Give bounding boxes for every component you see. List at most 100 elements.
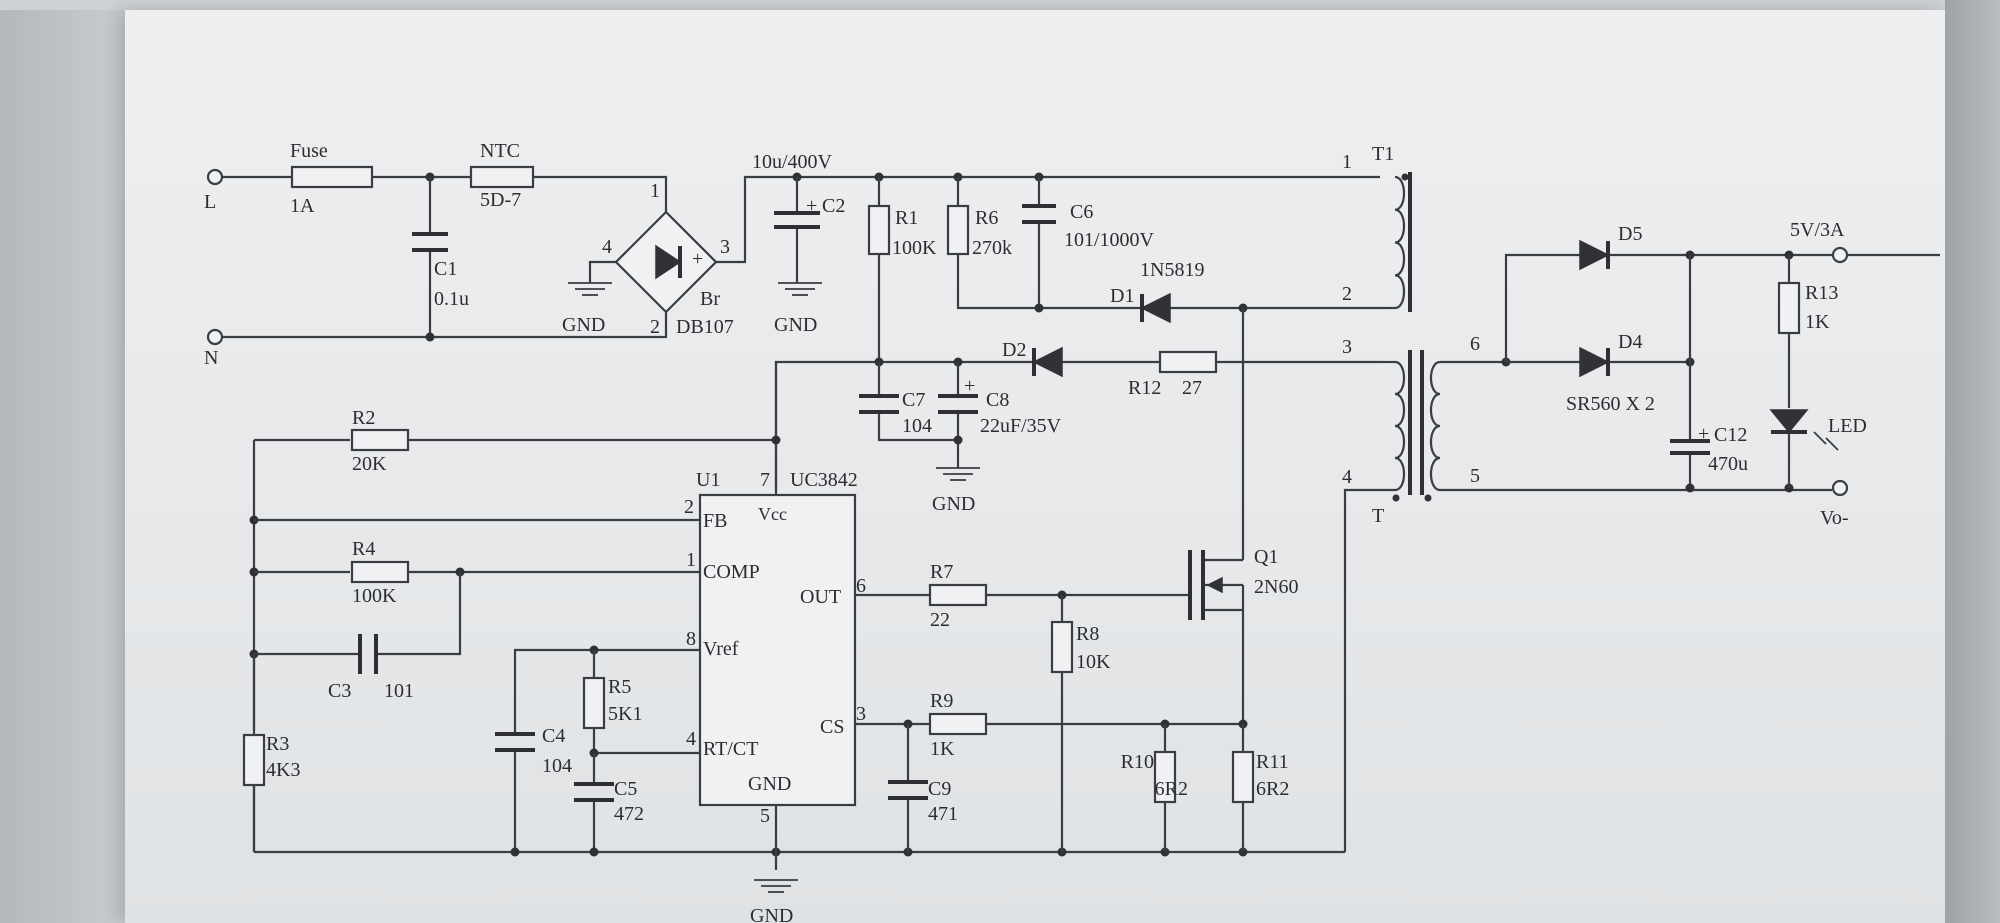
label-c8: C8 [986,389,1009,411]
d1-diode [1140,292,1171,324]
label-r11-value: 6R2 [1256,778,1289,800]
label-r9: R9 [930,690,953,712]
label-d1: D1 [1110,285,1134,307]
c2-plus-sign: + [806,195,817,217]
label-c2-value: 10u/400V [752,151,833,173]
label-t: T [1372,505,1384,527]
label-r8: R8 [1076,623,1099,645]
junction-dot [771,435,781,445]
label-pin-gnd: GND [748,773,791,795]
wire [1343,488,1395,852]
r6-resistor [946,204,970,256]
label-terminal-l: L [204,191,216,213]
label-pin-vcc: Vcc [758,504,787,524]
junction-dot [510,847,520,857]
label-tp3: 3 [1342,336,1352,358]
wire [1504,253,1580,362]
led-symbol [1769,409,1809,434]
label-r10: R10 [1121,751,1154,773]
terminal-5v [1831,246,1849,264]
fuse-body [290,165,374,189]
label-c6: C6 [1070,201,1093,223]
r7-resistor [928,583,988,607]
label-c8-value: 22uF/35V [980,415,1062,437]
label-pn2: 2 [684,496,694,518]
junction-dot [1034,303,1044,313]
label-r9-value: 1K [930,738,955,760]
terminal-vo-minus [1831,479,1849,497]
d2-diode [1032,346,1063,378]
label-ntc-value: 5D-7 [480,189,521,211]
label-gnd: GND [750,905,793,923]
polarity-dot [1392,494,1400,502]
label-pin-out: OUT [800,586,841,608]
secondary-winding [1429,360,1441,492]
q1-mosfet-arrow [1206,576,1223,594]
label-out-neg: Vo- [1820,507,1849,529]
label-bridge-pin4: 4 [602,236,612,258]
polarity-dot [1401,173,1409,181]
junction-dot [1685,483,1695,493]
label-c5: C5 [614,778,637,800]
wire [222,312,668,339]
wire [533,175,668,212]
label-c3: C3 [328,680,351,702]
wire [588,260,616,283]
label-bridge-ref: Br [700,288,720,310]
r11-resistor [1231,750,1255,804]
label-tp2: 2 [1342,283,1352,305]
label-q1-value: 2N60 [1254,576,1298,598]
label-c7-value: 104 [902,415,932,437]
label-c1: C1 [434,258,457,280]
label-pin-vref: Vref [703,638,739,660]
label-out-v: 5V/3A [1790,219,1845,241]
schematic-sheet [125,10,1945,923]
label-ntc: NTC [480,140,520,162]
label-fuse-value: 1A [290,195,315,217]
primary-winding [1394,175,1406,310]
terminal-l [206,168,224,186]
label-r12-value: 27 [1182,377,1202,399]
label-u1-value: UC3842 [790,469,858,491]
r10-resistor [1153,750,1177,804]
wire [376,572,462,656]
bridge-diode-symbol [655,244,682,280]
r12-resistor [1158,350,1218,374]
label-tp6: 6 [1470,333,1480,355]
label-r8-value: 10K [1076,651,1111,673]
label-r13-value: 1K [1805,311,1830,333]
d4-diode [1579,346,1610,378]
label-u1: U1 [696,469,720,491]
label-c1-value: 0.1u [434,288,469,310]
label-terminal-n: N [204,347,218,369]
label-tp5: 5 [1470,465,1480,487]
label-r11: R11 [1256,751,1289,773]
label-c2: C2 [822,195,845,217]
label-r12: R12 [1128,377,1161,399]
r3-resistor [242,733,266,787]
label-pn8: 8 [686,628,696,650]
label-r1-value: 100K [892,237,937,259]
label-tp1: 1 [1342,151,1352,173]
label-gnd: GND [562,314,605,336]
label-r10-value: 6R2 [1155,778,1188,800]
label-pin-comp: COMP [703,561,760,583]
label-d5: D5 [1618,223,1642,245]
wire [877,412,958,442]
wire [592,728,700,755]
wire [716,175,1380,264]
label-c12: C12 [1714,424,1747,446]
screen-right-edge [1945,0,2000,923]
r9-resistor [928,712,988,736]
label-r5-value: 5K1 [608,703,642,725]
label-c5-value: 472 [614,803,644,825]
screen-top-edge [0,0,2000,10]
label-c6-value: 101/1000V [1064,229,1155,251]
label-c4: C4 [542,725,565,747]
label-pn5: 5 [760,805,770,827]
label-pn7: 7 [760,469,770,491]
label-t1: T1 [1372,143,1394,165]
polarity-dot [1424,494,1432,502]
terminal-n [206,328,224,346]
